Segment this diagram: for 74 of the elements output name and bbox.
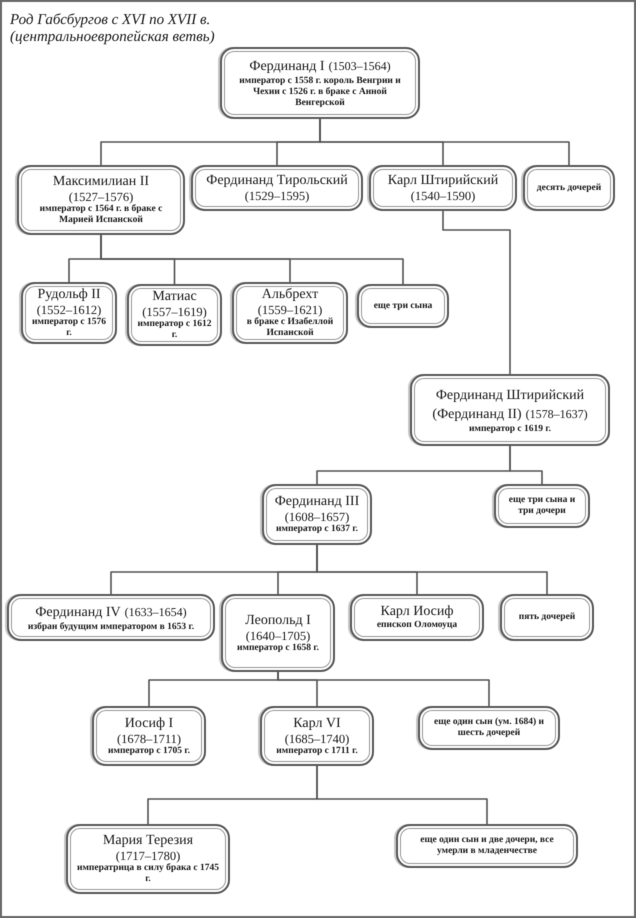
note-text: избран будущим императором в 1653 г. xyxy=(28,622,194,632)
life-dates: (1608–1657) xyxy=(284,510,350,524)
person-box xyxy=(523,165,615,211)
person-box xyxy=(494,484,590,528)
family-line xyxy=(316,545,548,594)
life-dates: (1557–1619) xyxy=(142,305,207,319)
person-box xyxy=(7,594,215,641)
person-name: Мария Терезия xyxy=(102,833,194,849)
life-dates: (1540–1590) xyxy=(410,189,476,203)
note-text: императрица в силу брака с 1745 г. xyxy=(76,863,220,885)
person-box xyxy=(396,824,578,868)
person-name: Карл Иосиф xyxy=(380,604,454,620)
note-text: еще один сын (ум. 1684) и шесть дочерей xyxy=(433,717,545,739)
note-text: в браке с Изабеллой Испанской xyxy=(246,317,334,339)
person-name: Альбрехт xyxy=(262,287,318,303)
person-name: Карл Штирийский xyxy=(388,173,498,189)
life-dates: (1678–1711) xyxy=(116,732,182,746)
person-box xyxy=(418,706,560,750)
person-name: Матиас xyxy=(152,289,197,305)
note-text: пять дочерей xyxy=(518,612,576,623)
person-box xyxy=(357,284,449,328)
life-dates: (1640–1705) xyxy=(246,628,310,642)
note-text: император с 1612 г. xyxy=(136,319,212,341)
person-box xyxy=(21,282,117,344)
person-name: Максимилиан II xyxy=(52,174,150,190)
note-text: еще один сын и две дочери, все умерли в младенчестве xyxy=(419,835,555,857)
person-name: Леопольд I xyxy=(245,612,311,628)
person-name: Фердинанд III xyxy=(274,494,360,510)
person-box xyxy=(127,284,222,346)
life-dates: (1559–1621) xyxy=(258,303,322,317)
name-and-dates: Фердинанд Штирийский (Фердинанд II) (1578–1637) xyxy=(431,386,589,424)
note-text: император с 1658 г. xyxy=(237,642,319,654)
person-name: Фердинанд Тирольский xyxy=(206,173,348,189)
person-box xyxy=(232,282,348,344)
family-line xyxy=(509,446,543,484)
person-name: Карл VI xyxy=(293,716,341,732)
note-text: епископ Оломоуца xyxy=(376,620,458,631)
note-text: император с 1558 г. король Венгрии и Чехии с 1526 г. в браке с Анной Венгерской xyxy=(238,76,402,109)
family-line xyxy=(316,766,488,824)
family-line xyxy=(442,211,511,374)
life-dates: (1529–1595) xyxy=(244,189,310,203)
person-box xyxy=(369,165,517,211)
note-text: император с 1576 г. xyxy=(31,317,107,339)
person-box xyxy=(221,594,335,672)
family-line xyxy=(100,235,404,284)
family-line xyxy=(277,672,490,706)
note-text: император с 1564 г. в браке с Марией Испанской xyxy=(38,204,164,226)
person-box xyxy=(500,594,594,641)
life-dates: (1527–1576) xyxy=(68,190,134,204)
name-and-dates: Фердинанд I (1503–1564) xyxy=(249,58,391,76)
life-dates: (1717–1780) xyxy=(116,849,180,863)
person-box xyxy=(410,374,610,446)
note-text: десять дочерей xyxy=(536,182,602,194)
note-text: император с 1705 г. xyxy=(108,746,190,756)
note-text: император с 1619 г. xyxy=(469,424,551,434)
person-box xyxy=(191,165,363,211)
person-name: Иосиф I xyxy=(124,716,174,732)
person-name: Рудольф II xyxy=(37,287,101,303)
person-box xyxy=(262,484,372,545)
person-box xyxy=(17,165,185,235)
person-box xyxy=(260,706,374,766)
name-and-dates: Фердинанд IV (1633–1654) xyxy=(35,604,187,622)
family-line xyxy=(319,119,570,165)
note-text: еще три сына xyxy=(374,300,432,312)
note-text: император с 1711 г. xyxy=(276,746,358,756)
person-box xyxy=(66,824,230,894)
person-box xyxy=(220,47,420,119)
note-text: еще три сына и три дочери xyxy=(508,495,576,517)
life-dates: (1685–1740) xyxy=(284,732,350,746)
note-text: император с 1637 г. xyxy=(276,524,358,535)
life-dates: (1552–1612) xyxy=(36,303,102,317)
diagram-title: Род Габсбургов с XVI по XVII в. (центральноевропейская ветвь) xyxy=(10,12,216,46)
person-box xyxy=(350,594,484,641)
person-box xyxy=(92,706,206,766)
